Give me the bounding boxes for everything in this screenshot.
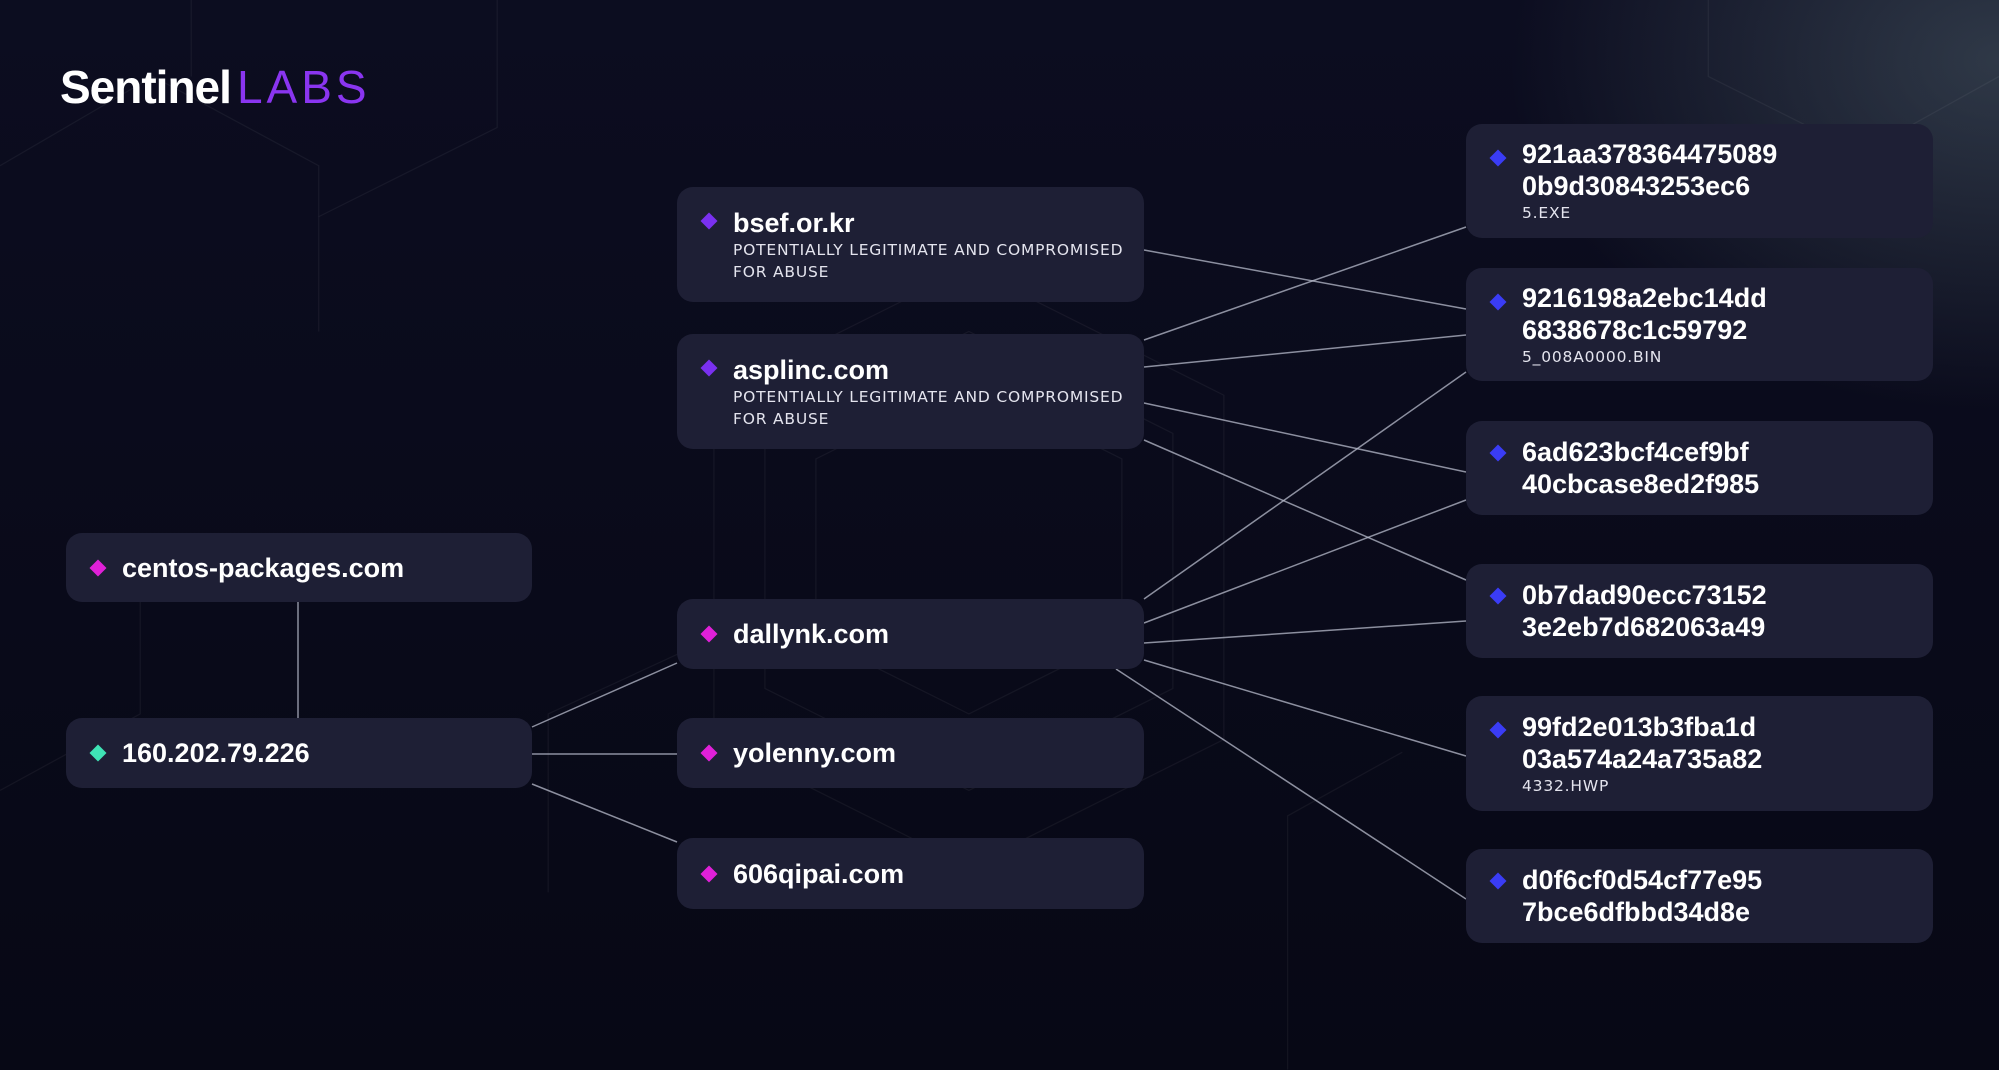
diamond-icon xyxy=(1489,149,1507,167)
node-hash-line-1: d0f6cf0d54cf77e95 xyxy=(1522,865,1763,895)
edge-bsef-h2 xyxy=(1143,249,1467,310)
edge-dallynk-h2 xyxy=(1143,371,1467,600)
logo-text-sentinel: Sentinel xyxy=(60,61,232,113)
diamond-icon xyxy=(1489,587,1507,605)
node-ip[interactable]: 160.202.79.226 xyxy=(66,718,532,788)
node-hash-line-2: 03a574a24a735a82 xyxy=(1522,743,1763,774)
node-sub: 4332.HWP xyxy=(1522,776,1610,795)
edge-ip-qipai xyxy=(531,783,678,843)
node-label: bsef.or.kr xyxy=(733,207,855,238)
diamond-icon xyxy=(89,559,107,576)
node-sub: 5.EXE xyxy=(1522,204,1571,222)
node-sub: POTENTIALLY LEGITIMATE AND COMPROMISED F… xyxy=(733,240,1124,281)
logo-text-labs: LABS xyxy=(236,61,371,113)
diamond-icon xyxy=(700,744,718,762)
edge-dallynk-h4 xyxy=(1143,620,1467,644)
edge-asplinc-h1 xyxy=(1143,226,1467,341)
diamond-icon xyxy=(700,212,718,230)
diamond-icon xyxy=(700,865,718,882)
diamond-icon xyxy=(1489,293,1507,311)
node-centos[interactable]: centos-packages.com xyxy=(66,533,532,602)
node-hash-line-2: 7bce6dfbbd34d8e xyxy=(1522,897,1751,927)
diamond-icon xyxy=(700,625,718,643)
node-hash-line-2: 40cbcase8ed2f985 xyxy=(1522,469,1760,499)
node-hash-line-1: 0b7dad90ecc73152 xyxy=(1522,580,1767,610)
edge-ip-dallynk xyxy=(531,662,678,728)
node-label: yolenny.com xyxy=(733,738,897,768)
node-label: centos-packages.com xyxy=(122,552,405,583)
node-sub: POTENTIALLY LEGITIMATE AND COMPROMISED F… xyxy=(733,387,1124,428)
node-sub: 5_008A0000.BIN xyxy=(1522,347,1663,366)
node-label: 160.202.79.226 xyxy=(122,738,310,768)
node-hash-line-1: 921aa378364475089 xyxy=(1522,139,1778,169)
node-label: dallynk.com xyxy=(733,619,890,649)
node-hash-line-1: 9216198a2ebc14dd xyxy=(1522,282,1767,313)
node-dallynk[interactable]: dallynk.com xyxy=(677,599,1144,669)
node-qipai[interactable]: 606qipai.com xyxy=(677,838,1144,909)
node-yolenny[interactable]: yolenny.com xyxy=(677,718,1144,788)
diamond-icon xyxy=(700,359,718,377)
node-label: 606qipai.com xyxy=(733,858,905,889)
node-hash-line-2: 3e2eb7d682063a49 xyxy=(1522,612,1766,642)
diamond-icon xyxy=(1489,872,1507,890)
node-hash-line-2: 6838678c1c59792 xyxy=(1522,314,1748,345)
diamond-icon xyxy=(1489,444,1507,462)
node-hash-line-2: 0b9d30843253ec6 xyxy=(1522,171,1751,201)
edge-dallynk-h6 xyxy=(1115,668,1467,900)
diamond-icon xyxy=(89,744,107,762)
node-label: asplinc.com xyxy=(733,354,890,385)
edge-asplinc-h3 xyxy=(1143,402,1467,473)
diamond-icon xyxy=(1489,721,1507,739)
edge-dallynk-h3 xyxy=(1143,499,1467,624)
node-hash-line-1: 99fd2e013b3fba1d xyxy=(1522,711,1757,742)
edge-asplinc-h4 xyxy=(1143,439,1467,581)
edge-dallynk-h5 xyxy=(1143,659,1467,757)
edge-asplinc-h2 xyxy=(1143,334,1467,368)
node-hash-line-1: 6ad623bcf4cef9bf xyxy=(1522,437,1749,467)
